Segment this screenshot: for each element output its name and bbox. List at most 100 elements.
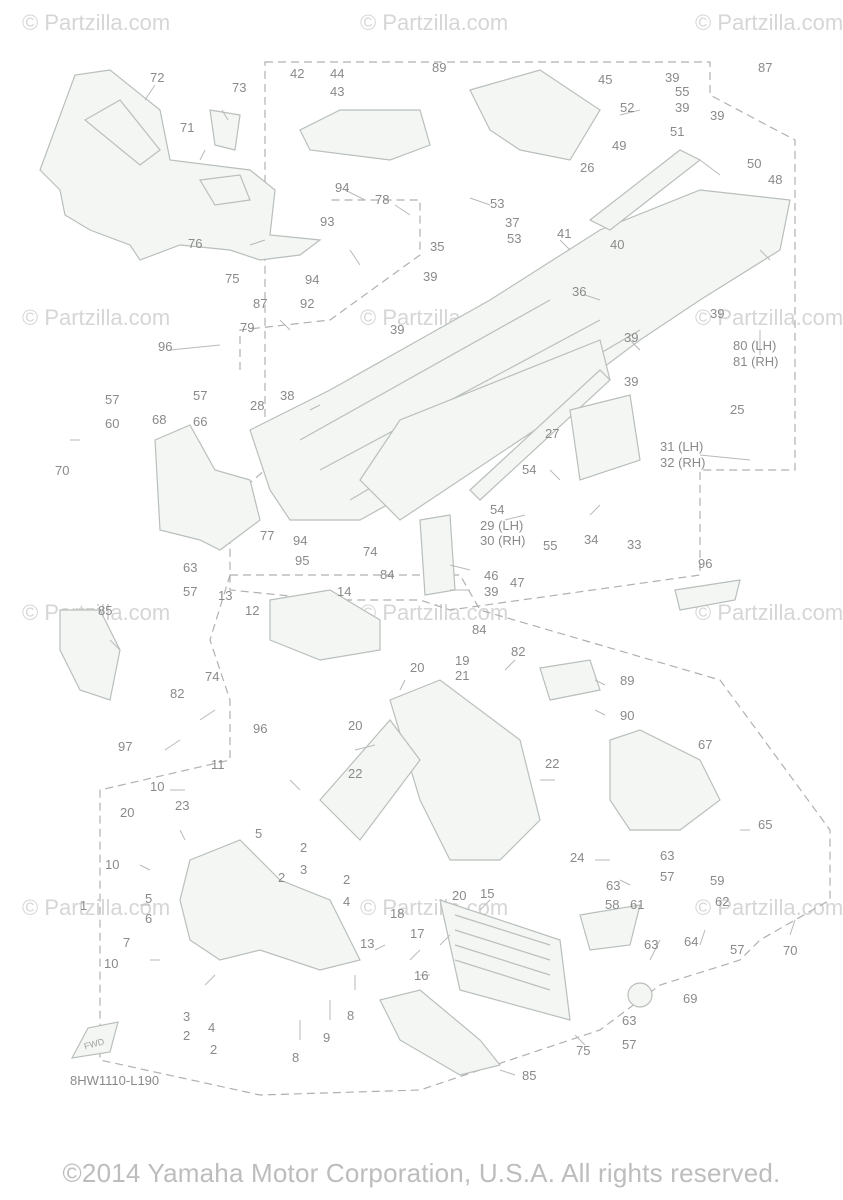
- callout-57e: 57: [730, 942, 744, 957]
- callout-24: 24: [570, 850, 584, 865]
- callout-39d: 39: [423, 269, 437, 284]
- callout-71: 71: [180, 120, 194, 135]
- callout-15: 15: [480, 886, 494, 901]
- callout-63c: 63: [606, 878, 620, 893]
- callout-66: 66: [193, 414, 207, 429]
- callout-91: 92: [300, 296, 314, 311]
- callout-28: 28: [250, 398, 264, 413]
- front-frame: [39, 69, 322, 261]
- callout-47: 47: [510, 575, 524, 590]
- callout-30-rh: 30 (RH): [480, 533, 526, 548]
- callout-8b: 8: [292, 1050, 299, 1065]
- callout-39f: 39: [624, 330, 638, 345]
- callout-53: 53: [490, 196, 504, 211]
- watermark: © Partzilla.com: [360, 10, 508, 35]
- callout-44: 44: [330, 66, 344, 81]
- callout-68: 68: [152, 412, 166, 427]
- callout-74: 74: [363, 544, 377, 559]
- callout-54: 54: [522, 462, 536, 477]
- callout-43: 43: [330, 84, 344, 99]
- callout-50: 50: [747, 156, 761, 171]
- bumper: [154, 424, 261, 551]
- callout-86: 85: [98, 603, 112, 618]
- callout-96: 96: [253, 721, 267, 736]
- callout-16: 16: [414, 968, 428, 983]
- callout-20d: 20: [452, 888, 466, 903]
- callout-63e: 63: [622, 1013, 636, 1028]
- front-subframe: [179, 839, 361, 971]
- callout-57d: 57: [660, 869, 674, 884]
- callout-40: 40: [610, 237, 624, 252]
- leader-lines: [70, 84, 796, 1076]
- callout-27: 27: [545, 426, 559, 441]
- callout-85: 84: [380, 567, 394, 582]
- callout-84: 82: [170, 686, 184, 701]
- callout-52: 52: [620, 100, 634, 115]
- callout-78: 78: [375, 192, 389, 207]
- callout-90: 90: [620, 708, 634, 723]
- callout-75: 75: [225, 271, 239, 286]
- callout-10b: 10: [105, 857, 119, 872]
- gusset: [59, 609, 121, 701]
- callout-69: 69: [683, 991, 697, 1006]
- copyright-notice: ©2014 Yamaha Motor Corporation, U.S.A. A…: [62, 1158, 781, 1188]
- callout-75b: 75: [576, 1043, 590, 1058]
- callout-5: 5: [255, 826, 262, 841]
- callout-23: 23: [175, 798, 189, 813]
- callout-63: 63: [183, 560, 197, 575]
- callout-60: 60: [105, 416, 119, 431]
- callout-51: 51: [670, 124, 684, 139]
- engine-plate: [389, 679, 541, 861]
- callout-62: 62: [715, 894, 729, 909]
- callout-36: 36: [572, 284, 586, 299]
- front-plate: [269, 589, 381, 661]
- callout-38: 38: [280, 388, 294, 403]
- callout-48: 48: [768, 172, 782, 187]
- watermarks: © Partzilla.com © Partzilla.com © Partzi…: [22, 10, 843, 920]
- callout-76: 76: [188, 236, 202, 251]
- callout-41: 41: [557, 226, 571, 241]
- callout-4b: 4: [208, 1020, 215, 1035]
- fwd-arrow: [70, 1021, 119, 1059]
- callout-63d: 63: [644, 937, 658, 952]
- callout-6: 6: [145, 911, 152, 926]
- callout-55: 55: [543, 538, 557, 553]
- callout-87b: 87: [758, 60, 772, 75]
- callout-74b: 74: [205, 669, 219, 684]
- callout-39e: 39: [390, 322, 404, 337]
- diagram-code: 8HW1110-L190: [70, 1073, 160, 1088]
- callout-10: 10: [150, 779, 164, 794]
- callout-49: 49: [612, 138, 626, 153]
- callout-19: 19: [455, 653, 469, 668]
- callout-93b: 94: [305, 272, 319, 287]
- callout-94: 95: [295, 553, 309, 568]
- callout-9: 9: [323, 1030, 330, 1045]
- callout-20: 20: [410, 660, 424, 675]
- pivot-bracket: [419, 514, 456, 596]
- callout-97: 97: [118, 739, 132, 754]
- callout-1: 1: [80, 898, 87, 913]
- callout-13b: 13: [360, 936, 374, 951]
- callout-57c: 57: [183, 584, 197, 599]
- callout-31-lh: 31 (LH): [660, 439, 703, 454]
- callout-81-rh: 81 (RH): [733, 354, 779, 369]
- callout-56: 55: [675, 84, 689, 99]
- skid: [379, 989, 502, 1076]
- reinforcement: [579, 904, 641, 951]
- callout-18: 18: [390, 906, 404, 921]
- callout-4: 4: [343, 894, 350, 909]
- callout-42: 42: [290, 66, 304, 81]
- watermark: © Partzilla.com: [22, 10, 170, 35]
- watermark: © Partzilla.com: [22, 895, 170, 920]
- rear-bracket: [469, 69, 601, 161]
- callout-93c: 94: [293, 533, 307, 548]
- callout-39g: 39: [624, 374, 638, 389]
- callout-70: 70: [55, 463, 69, 478]
- seat-bracket: [299, 109, 431, 161]
- callout-92: 93: [320, 214, 334, 229]
- callout-80-lh: 80 (LH): [733, 338, 776, 353]
- callout-57f: 57: [622, 1037, 636, 1052]
- callout-7: 7: [123, 935, 130, 950]
- callout-77: 77: [260, 528, 274, 543]
